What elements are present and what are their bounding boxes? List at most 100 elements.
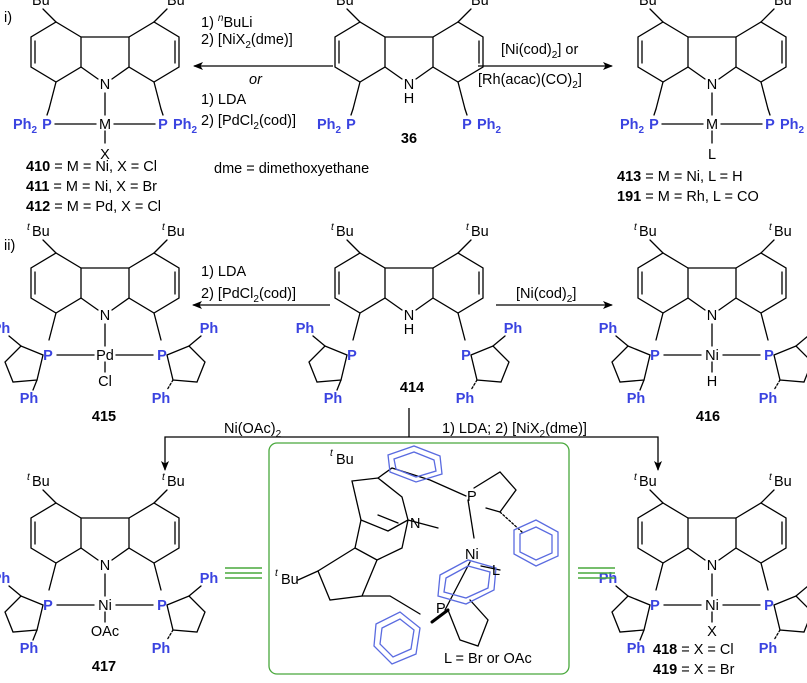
carbazole-cn-left bbox=[687, 547, 706, 561]
carbazole-cn-left bbox=[687, 66, 706, 80]
carbazole-ring-right bbox=[735, 502, 787, 564]
tbu-bond-left bbox=[649, 489, 664, 504]
nh-hydrogen-label: H bbox=[404, 91, 414, 107]
structure-410-412: tButBuNPh2PPPh2MX bbox=[13, 0, 198, 163]
phospholane-left bbox=[4, 345, 44, 383]
nitrogen-label: N bbox=[707, 77, 717, 93]
molecule-structures: tButBuNPh2PPPh2MXtButBuNPh2PPPh2HtButBuN… bbox=[0, 0, 807, 657]
carbazole-cn-right bbox=[718, 547, 737, 561]
carbazole-ring-right bbox=[735, 21, 787, 83]
ph-bond-3 bbox=[492, 335, 506, 347]
tbu-bond-left bbox=[346, 239, 361, 254]
carbazole-ring-right bbox=[128, 252, 180, 314]
metal-label: M bbox=[706, 117, 718, 133]
ph-bond-1 bbox=[8, 335, 22, 347]
ph-label-1: Ph bbox=[599, 571, 618, 587]
phospholane-right bbox=[166, 595, 206, 633]
tbu-right-label: Bu bbox=[471, 0, 489, 9]
condition-ni-cod2: [Ni(cod)2] or bbox=[501, 42, 579, 61]
ph-bond-3 bbox=[188, 585, 202, 597]
metal-label: Ni bbox=[705, 598, 719, 614]
nitrogen-label: N bbox=[707, 308, 717, 324]
carbazole-cn-right bbox=[718, 297, 737, 311]
ph-label-4: Ph bbox=[759, 641, 778, 657]
tbu-left-label: Bu bbox=[32, 474, 50, 490]
inset-tbu-left: Bu bbox=[281, 572, 299, 588]
tbu-right-label-t: t bbox=[769, 222, 773, 233]
caption-413: 413 = M = Ni, L = H bbox=[617, 169, 743, 185]
tbu-right-label-t: t bbox=[466, 222, 470, 233]
p-left-label: P bbox=[42, 117, 52, 133]
pph2-left-label: Ph2 bbox=[13, 117, 38, 136]
tbu-left-label-t: t bbox=[27, 472, 31, 483]
pph2-right-label: Ph2 bbox=[173, 117, 198, 136]
carbazole-cn-right bbox=[111, 66, 130, 80]
condition-lda: 1) LDA bbox=[201, 92, 247, 108]
arrow-414-to-418 bbox=[409, 436, 662, 471]
ph-bond-1 bbox=[615, 585, 629, 597]
ch2-p-right bbox=[160, 108, 164, 116]
carbazole-cn-right bbox=[111, 297, 130, 311]
ph-label-4: Ph bbox=[152, 641, 171, 657]
condition-nix2-dme: 2) [NiX2(dme)] bbox=[201, 32, 293, 51]
nitrogen-label: N bbox=[100, 558, 110, 574]
condition-ni-cod2-2: [Ni(cod)2] bbox=[516, 286, 577, 305]
carbazole-cn-left bbox=[384, 66, 403, 80]
phospholane-right bbox=[773, 345, 807, 383]
tbu-right-label: Bu bbox=[167, 474, 185, 490]
carbazole-ring-left bbox=[30, 502, 82, 564]
tbu-bond-right bbox=[457, 8, 472, 23]
tbu-left-label-t: t bbox=[634, 0, 638, 2]
tbu-left-label: Bu bbox=[32, 224, 50, 240]
phospholane-left bbox=[611, 595, 651, 633]
carbazole-ring-right bbox=[432, 252, 484, 314]
nitrogen-label: N bbox=[404, 308, 414, 324]
phospholane-left bbox=[4, 595, 44, 633]
ph-bond-4 bbox=[166, 629, 174, 641]
ph-bond-3 bbox=[188, 335, 202, 347]
tbu-bond-right bbox=[153, 489, 168, 504]
arrow-414-to-417 bbox=[161, 436, 409, 471]
ph-bond-2 bbox=[639, 629, 645, 641]
ch2-bond-left bbox=[352, 312, 361, 341]
tbu-right-label: Bu bbox=[167, 0, 185, 9]
ch2-bond-left bbox=[655, 312, 664, 341]
tbu-bond-left bbox=[649, 239, 664, 254]
carbazole-ring-left bbox=[637, 21, 689, 83]
ph-label-1: Ph bbox=[599, 321, 618, 337]
p-right-label: P bbox=[158, 117, 168, 133]
ph-label-3: Ph bbox=[200, 321, 219, 337]
phospholane-left bbox=[308, 345, 348, 383]
inset-p-bottom-label: P bbox=[436, 601, 446, 617]
inset-labels: t Bu t Bu N Ni L P P L = Br or OAc bbox=[275, 448, 532, 667]
ch2-bond-right bbox=[760, 312, 769, 341]
carbazole-cn-left bbox=[384, 297, 403, 311]
ph-bond-4 bbox=[773, 629, 781, 641]
caption-410: 410 = M = Ni, X = Cl bbox=[26, 159, 157, 175]
ch2-bond-right bbox=[153, 81, 162, 110]
pph2-right-label: Ph2 bbox=[780, 117, 805, 136]
tbu-left-label-t: t bbox=[331, 0, 335, 2]
carbazole-ring-left bbox=[334, 252, 386, 314]
tbu-bond-right bbox=[457, 239, 472, 254]
trans-ligand-label: X bbox=[707, 624, 717, 640]
carbazole-ring-left bbox=[334, 21, 386, 83]
ph-bond-4 bbox=[773, 379, 781, 391]
ph-bond-1 bbox=[615, 335, 629, 347]
metal-label: Ni bbox=[98, 598, 112, 614]
ch2-p-right bbox=[767, 108, 771, 116]
tbu-left-label: Bu bbox=[639, 0, 657, 9]
ph-bond-2 bbox=[639, 379, 645, 391]
condition-lda-nix2: 1) LDA; 2) [NiX2(dme)] bbox=[442, 421, 587, 440]
carbazole-cn-right bbox=[415, 66, 434, 80]
p-right-label: P bbox=[157, 348, 167, 364]
tbu-right-label-t: t bbox=[769, 472, 773, 483]
ph-label-2: Ph bbox=[324, 391, 343, 407]
structure-36: tButBuNPh2PPPh2H bbox=[317, 0, 502, 136]
ph-label-1: Ph bbox=[0, 571, 10, 587]
p-right-label: P bbox=[157, 598, 167, 614]
ph-bond-4 bbox=[470, 379, 478, 391]
structure-417: tButBuNPPPhPhPhPhNiOAc bbox=[0, 472, 218, 657]
caption-418: 418 = X = Cl bbox=[653, 642, 734, 658]
caption-419: 419 = X = Br bbox=[653, 662, 735, 678]
